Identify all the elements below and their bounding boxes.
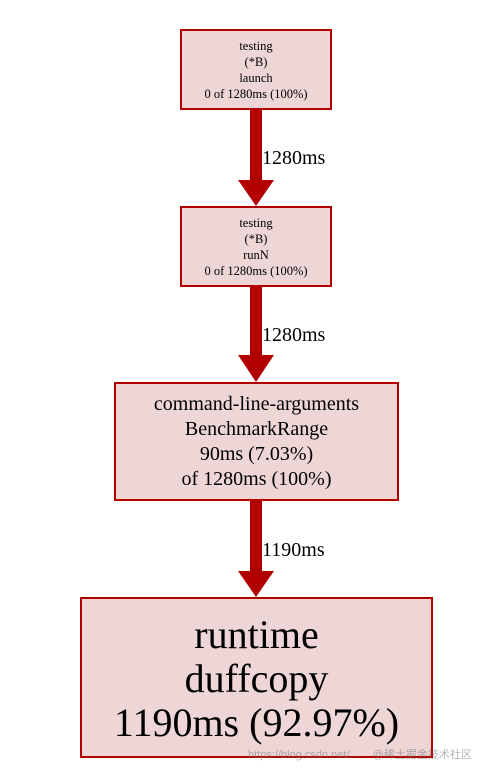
node-func-package: testing (239, 215, 273, 230)
node-func-name: duffcopy (184, 655, 329, 701)
edge-shaft (250, 287, 262, 357)
node-func-package: testing (239, 38, 273, 53)
node-func-name: BenchmarkRange (184, 417, 329, 440)
node-flat-cost: 1190ms (92.97%) (113, 699, 400, 745)
node-func-name: runN (243, 247, 269, 262)
node-testing-launch[interactable]: testing (*B) launch 0 of 1280ms (100%) (180, 29, 332, 110)
edge-label-benchmarkrange-duffcopy: 1190ms (262, 539, 325, 561)
edge-label-runN-benchmarkrange: 1280ms (262, 324, 326, 346)
node-benchmarkrange[interactable]: command-line-arguments BenchmarkRange 90… (114, 382, 399, 501)
watermark: https://blog.csdn.net/... @稀土掘金技术社区 (248, 746, 472, 762)
edge-arrowhead (238, 571, 274, 597)
node-func-receiver: (*B) (244, 231, 268, 246)
node-func-name: launch (239, 70, 273, 85)
node-flat-cost: 90ms (7.03%) (199, 442, 314, 465)
edge-arrowhead (238, 355, 274, 382)
edge-benchmarkrange-to-duffcopy (238, 501, 274, 597)
node-runtime-duffcopy[interactable]: runtime duffcopy 1190ms (92.97%) (80, 597, 433, 758)
edge-shaft (250, 501, 262, 573)
edge-label-launch-runN: 1280ms (262, 147, 326, 169)
node-testing-runN[interactable]: testing (*B) runN 0 of 1280ms (100%) (180, 206, 332, 287)
edge-arrowhead (238, 180, 274, 206)
watermark-url: https://blog.csdn.net/... (248, 749, 359, 761)
edge-shaft (250, 110, 262, 182)
node-cost: 0 of 1280ms (100%) (204, 86, 308, 101)
edge-launch-to-runN (238, 110, 274, 206)
watermark-brand: @稀土掘金技术社区 (372, 749, 472, 761)
node-func-receiver: (*B) (244, 54, 268, 69)
node-cum-cost: of 1280ms (100%) (181, 467, 332, 490)
node-func-package: command-line-arguments (153, 392, 360, 415)
node-func-package: runtime (194, 611, 319, 657)
edge-runN-to-benchmarkrange (238, 287, 274, 382)
node-cost: 0 of 1280ms (100%) (204, 263, 308, 278)
